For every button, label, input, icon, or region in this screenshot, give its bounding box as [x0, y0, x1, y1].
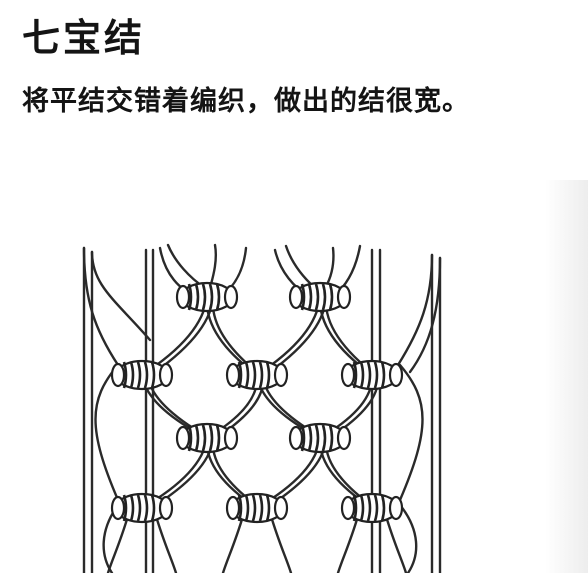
- mesh-cord: [398, 363, 424, 502]
- feeding-cord: [408, 256, 442, 374]
- feeding-cord: [208, 243, 217, 290]
- tail-cord: [384, 514, 408, 573]
- square-knot: [175, 422, 239, 454]
- feeding-cord: [166, 243, 207, 290]
- tail-cord: [221, 514, 245, 573]
- page-subtitle: 将平结交错着编织，做出的结很宽。: [22, 86, 470, 117]
- square-knot: [110, 359, 174, 391]
- feeding-cord: [82, 246, 120, 367]
- square-knot: [225, 492, 289, 524]
- feeding-cord: [396, 253, 434, 367]
- mesh-cord: [94, 363, 120, 502]
- page-title: 七宝结: [22, 16, 146, 60]
- feeding-cord: [90, 250, 152, 342]
- mesh-cord: [398, 503, 418, 573]
- feeding-cord: [323, 246, 335, 290]
- square-knot: [175, 281, 239, 313]
- square-knot: [110, 492, 174, 524]
- page-shadow: [545, 180, 588, 573]
- square-knot: [225, 359, 289, 391]
- tail-cord: [154, 514, 178, 573]
- square-knot: [340, 492, 404, 524]
- square-knot: [288, 422, 352, 454]
- tail-cord: [269, 514, 293, 573]
- square-knot: [288, 281, 352, 313]
- tail-cord: [106, 514, 130, 573]
- square-knot: [340, 359, 404, 391]
- tail-cord: [336, 514, 360, 573]
